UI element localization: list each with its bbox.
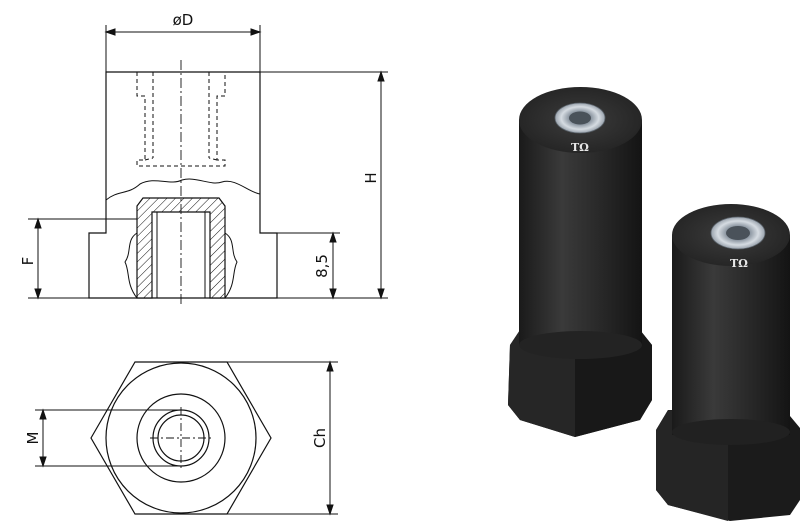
standoff-back-body <box>672 235 790 435</box>
standoff-front-body <box>519 120 642 345</box>
product-photo: TΩ TΩ <box>508 87 800 521</box>
dimension-thread <box>35 408 181 468</box>
across-flats-label: Ch <box>311 428 329 448</box>
section-break-inner <box>124 232 238 299</box>
standoff-back: TΩ <box>656 204 800 521</box>
standoff-back-logo: TΩ <box>730 257 748 270</box>
section-break-line <box>105 178 261 201</box>
end-view <box>90 361 272 515</box>
body-circle <box>105 362 257 514</box>
dimension-height <box>260 70 388 300</box>
dimension-hex-height <box>277 231 340 300</box>
hex-outline <box>90 361 272 515</box>
hidden-thread <box>136 72 226 167</box>
dimension-diameter <box>104 25 262 72</box>
dimension-across-flats <box>227 360 338 516</box>
side-section-view <box>88 60 278 305</box>
standoff-front-logo: TΩ <box>571 141 589 154</box>
diameter-label: øD <box>173 11 194 29</box>
insert-outer-circle <box>136 393 226 483</box>
hex-height-label: 8,5 <box>313 254 331 278</box>
height-label: H <box>362 172 380 183</box>
metal-insert <box>136 197 226 299</box>
dimension-thread-depth <box>28 217 137 300</box>
standoff-front: TΩ <box>508 87 652 437</box>
thread-label: M <box>24 432 42 445</box>
thread-depth-label: F <box>19 257 37 266</box>
body-outline <box>88 71 278 299</box>
thread-minor-circle <box>157 414 205 462</box>
